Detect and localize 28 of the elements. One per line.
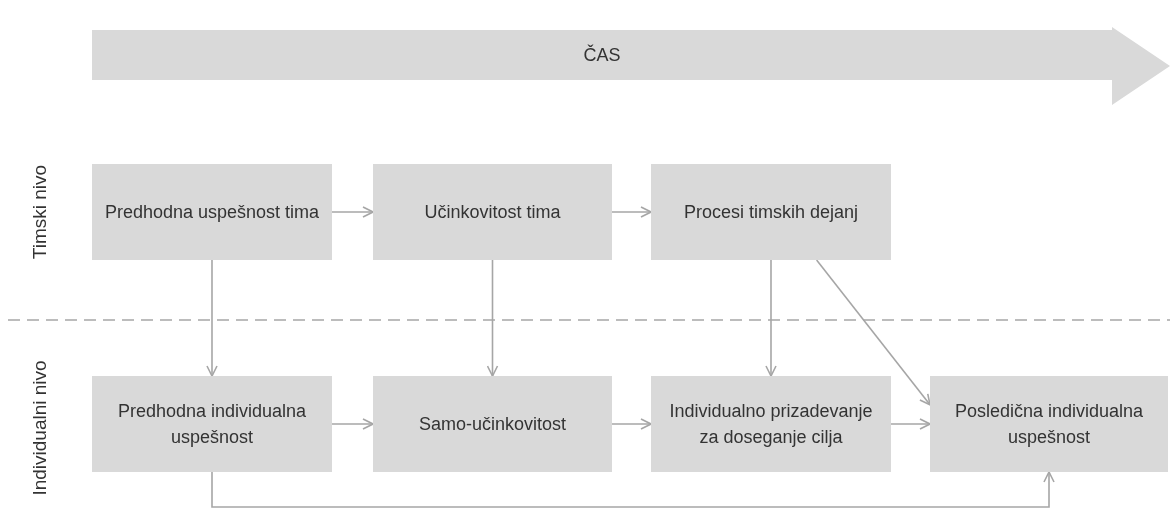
time-arrow bbox=[92, 27, 1170, 105]
arrow bbox=[486, 259, 499, 377]
arrow bbox=[206, 259, 218, 377]
arrow bbox=[211, 471, 1055, 508]
box-text: Posledična individualna uspešnost bbox=[953, 399, 1145, 449]
arrow bbox=[890, 418, 931, 430]
process-box bbox=[92, 376, 332, 472]
process-box bbox=[651, 164, 891, 260]
arrow bbox=[331, 206, 374, 218]
arrow bbox=[331, 418, 374, 430]
process-box bbox=[92, 164, 332, 260]
box-text: Procesi timskih dejanj bbox=[683, 200, 859, 224]
process-box bbox=[651, 376, 891, 472]
process-box bbox=[373, 164, 612, 260]
process-box bbox=[373, 376, 612, 472]
level-label: Individualni nivo bbox=[27, 360, 51, 496]
arrow bbox=[765, 259, 777, 377]
arrow bbox=[611, 206, 652, 218]
box-text: Predhodna individualna uspešnost bbox=[116, 399, 308, 449]
time-label: ČAS bbox=[583, 43, 621, 67]
box-text: Samo-učinkovitost bbox=[418, 412, 567, 436]
arrow bbox=[815, 259, 931, 406]
box-text: Individualno prizadevanje za doseganje cilja bbox=[668, 399, 874, 449]
box-text: Predhodna uspešnost tima bbox=[104, 200, 320, 224]
arrow bbox=[611, 418, 652, 430]
level-label: Timski nivo bbox=[27, 164, 51, 260]
box-text: Učinkovitost tima bbox=[424, 200, 561, 224]
process-box bbox=[930, 376, 1168, 472]
